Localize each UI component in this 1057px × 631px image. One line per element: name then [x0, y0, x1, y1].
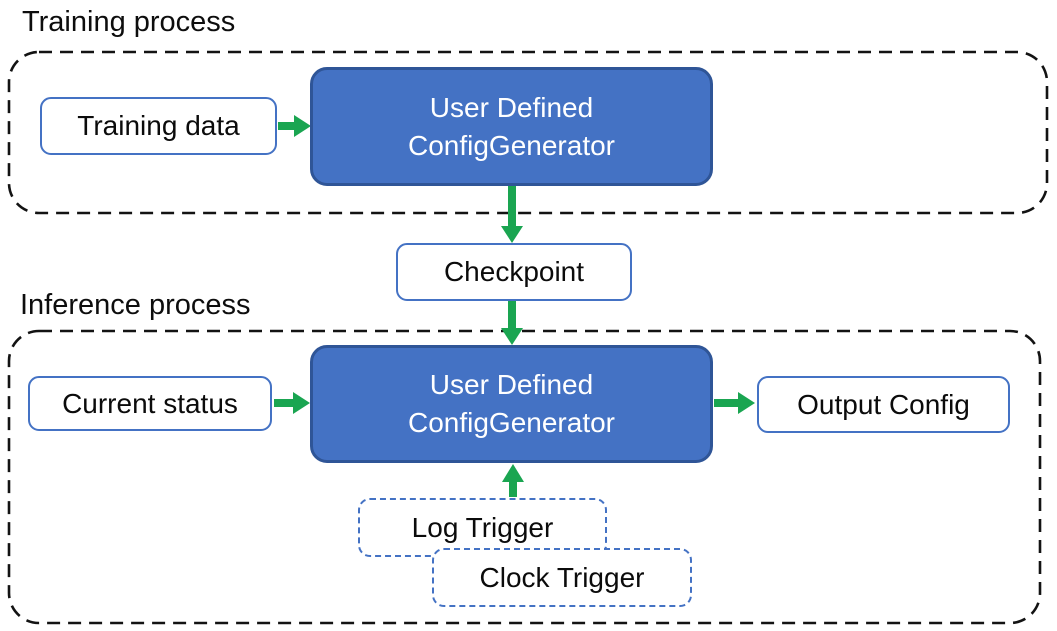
- inference-config-generator-line1: User Defined: [429, 369, 594, 400]
- training-data-label: Training data: [77, 110, 240, 141]
- training-process-label: Training process: [22, 6, 236, 38]
- training-config-generator-line2: ConfigGenerator: [407, 129, 615, 161]
- inference-config-generator-box: User Defined ConfigGenerator: [310, 345, 713, 463]
- log-trigger-label: Log Trigger: [411, 511, 554, 543]
- training-config-generator-box: User Defined ConfigGenerator: [310, 67, 713, 186]
- inference-process-label: Inference process: [20, 289, 251, 321]
- current-status-label: Current status: [62, 387, 238, 419]
- current-status-box: Current status: [28, 376, 272, 431]
- training-data-box: Training data: [40, 97, 277, 155]
- inference-config-generator-line2: ConfigGenerator: [407, 407, 615, 438]
- arrow-checkpoint-to-generator: [501, 301, 523, 345]
- output-config-label: Output Config: [797, 388, 970, 420]
- arrow-generator-to-output-config: [714, 392, 755, 414]
- inference-process-container: [7, 329, 1042, 625]
- checkpoint-box: Checkpoint: [396, 243, 632, 301]
- clock-trigger-label: Clock Trigger: [479, 561, 645, 593]
- training-process-container: [7, 50, 1049, 215]
- output-config-box: Output Config: [757, 376, 1010, 433]
- arrow-triggers-to-generator: [502, 464, 524, 497]
- clock-trigger-box: Clock Trigger: [432, 548, 692, 607]
- checkpoint-label: Checkpoint: [443, 256, 585, 287]
- arrow-current-status-to-generator: [274, 392, 310, 414]
- arrow-generator-to-checkpoint: [501, 186, 523, 243]
- log-trigger-box: Log Trigger: [358, 498, 607, 557]
- training-config-generator-line1: User Defined: [429, 91, 594, 123]
- arrow-training-data-to-generator: [278, 115, 311, 137]
